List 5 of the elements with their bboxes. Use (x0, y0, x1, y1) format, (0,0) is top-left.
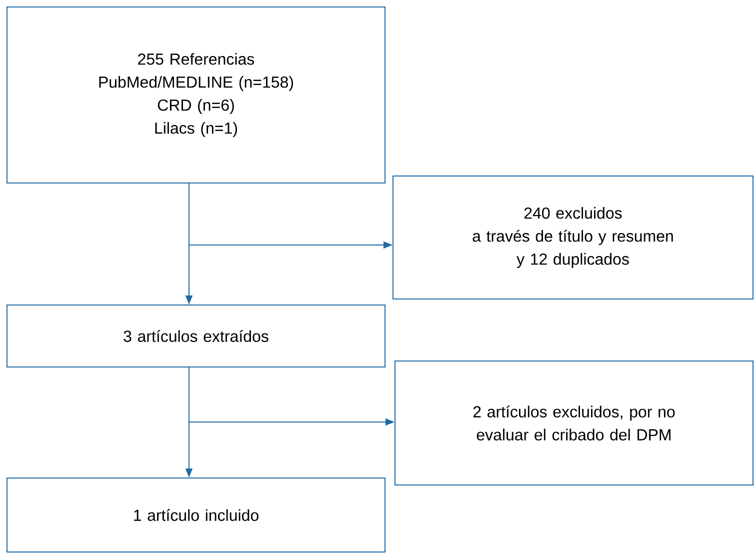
process-box: 255 Referencias PubMed/MEDLINE (n=158) CRD (n=6) Lilacs (n=1) (6, 6, 386, 184)
process-box: 1 artículo incluido (6, 478, 386, 552)
process-box: 2 artículos excluidos, por no evaluar el cribado del DPM (394, 360, 754, 486)
process-box: 3 artículos extraídos (6, 304, 386, 368)
process-box: 240 excluidos a través de título y resumen y 12 duplicados (392, 176, 754, 300)
